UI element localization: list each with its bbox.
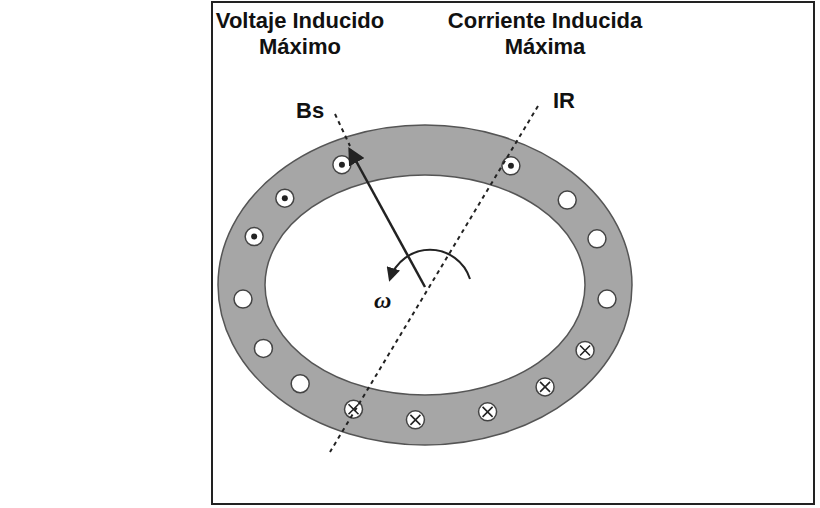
slot [245,228,263,246]
rotation-arrow [390,250,470,279]
slot [276,189,294,207]
angular-speed-label: ω [374,286,391,315]
slot [502,157,520,175]
slot [588,230,606,248]
frame [212,2,814,504]
slot [558,191,576,209]
slot [479,403,497,421]
max-voltage-label: Voltaje Inducido Máximo [175,8,425,61]
field-vector-label: Bs [296,98,324,124]
slot [536,378,554,396]
slot [598,290,616,308]
slot [333,156,351,174]
slot [576,341,594,359]
max-current-label: Corriente Inducida Máxima [420,8,670,61]
voltage-axis [335,114,350,146]
stator-ring [218,125,632,445]
slot [406,411,424,429]
current-axis [330,106,538,452]
slot [254,339,272,357]
current-vector-label: IR [553,88,575,114]
slot [234,290,252,308]
bs-vector [350,150,425,287]
slot [291,375,309,393]
